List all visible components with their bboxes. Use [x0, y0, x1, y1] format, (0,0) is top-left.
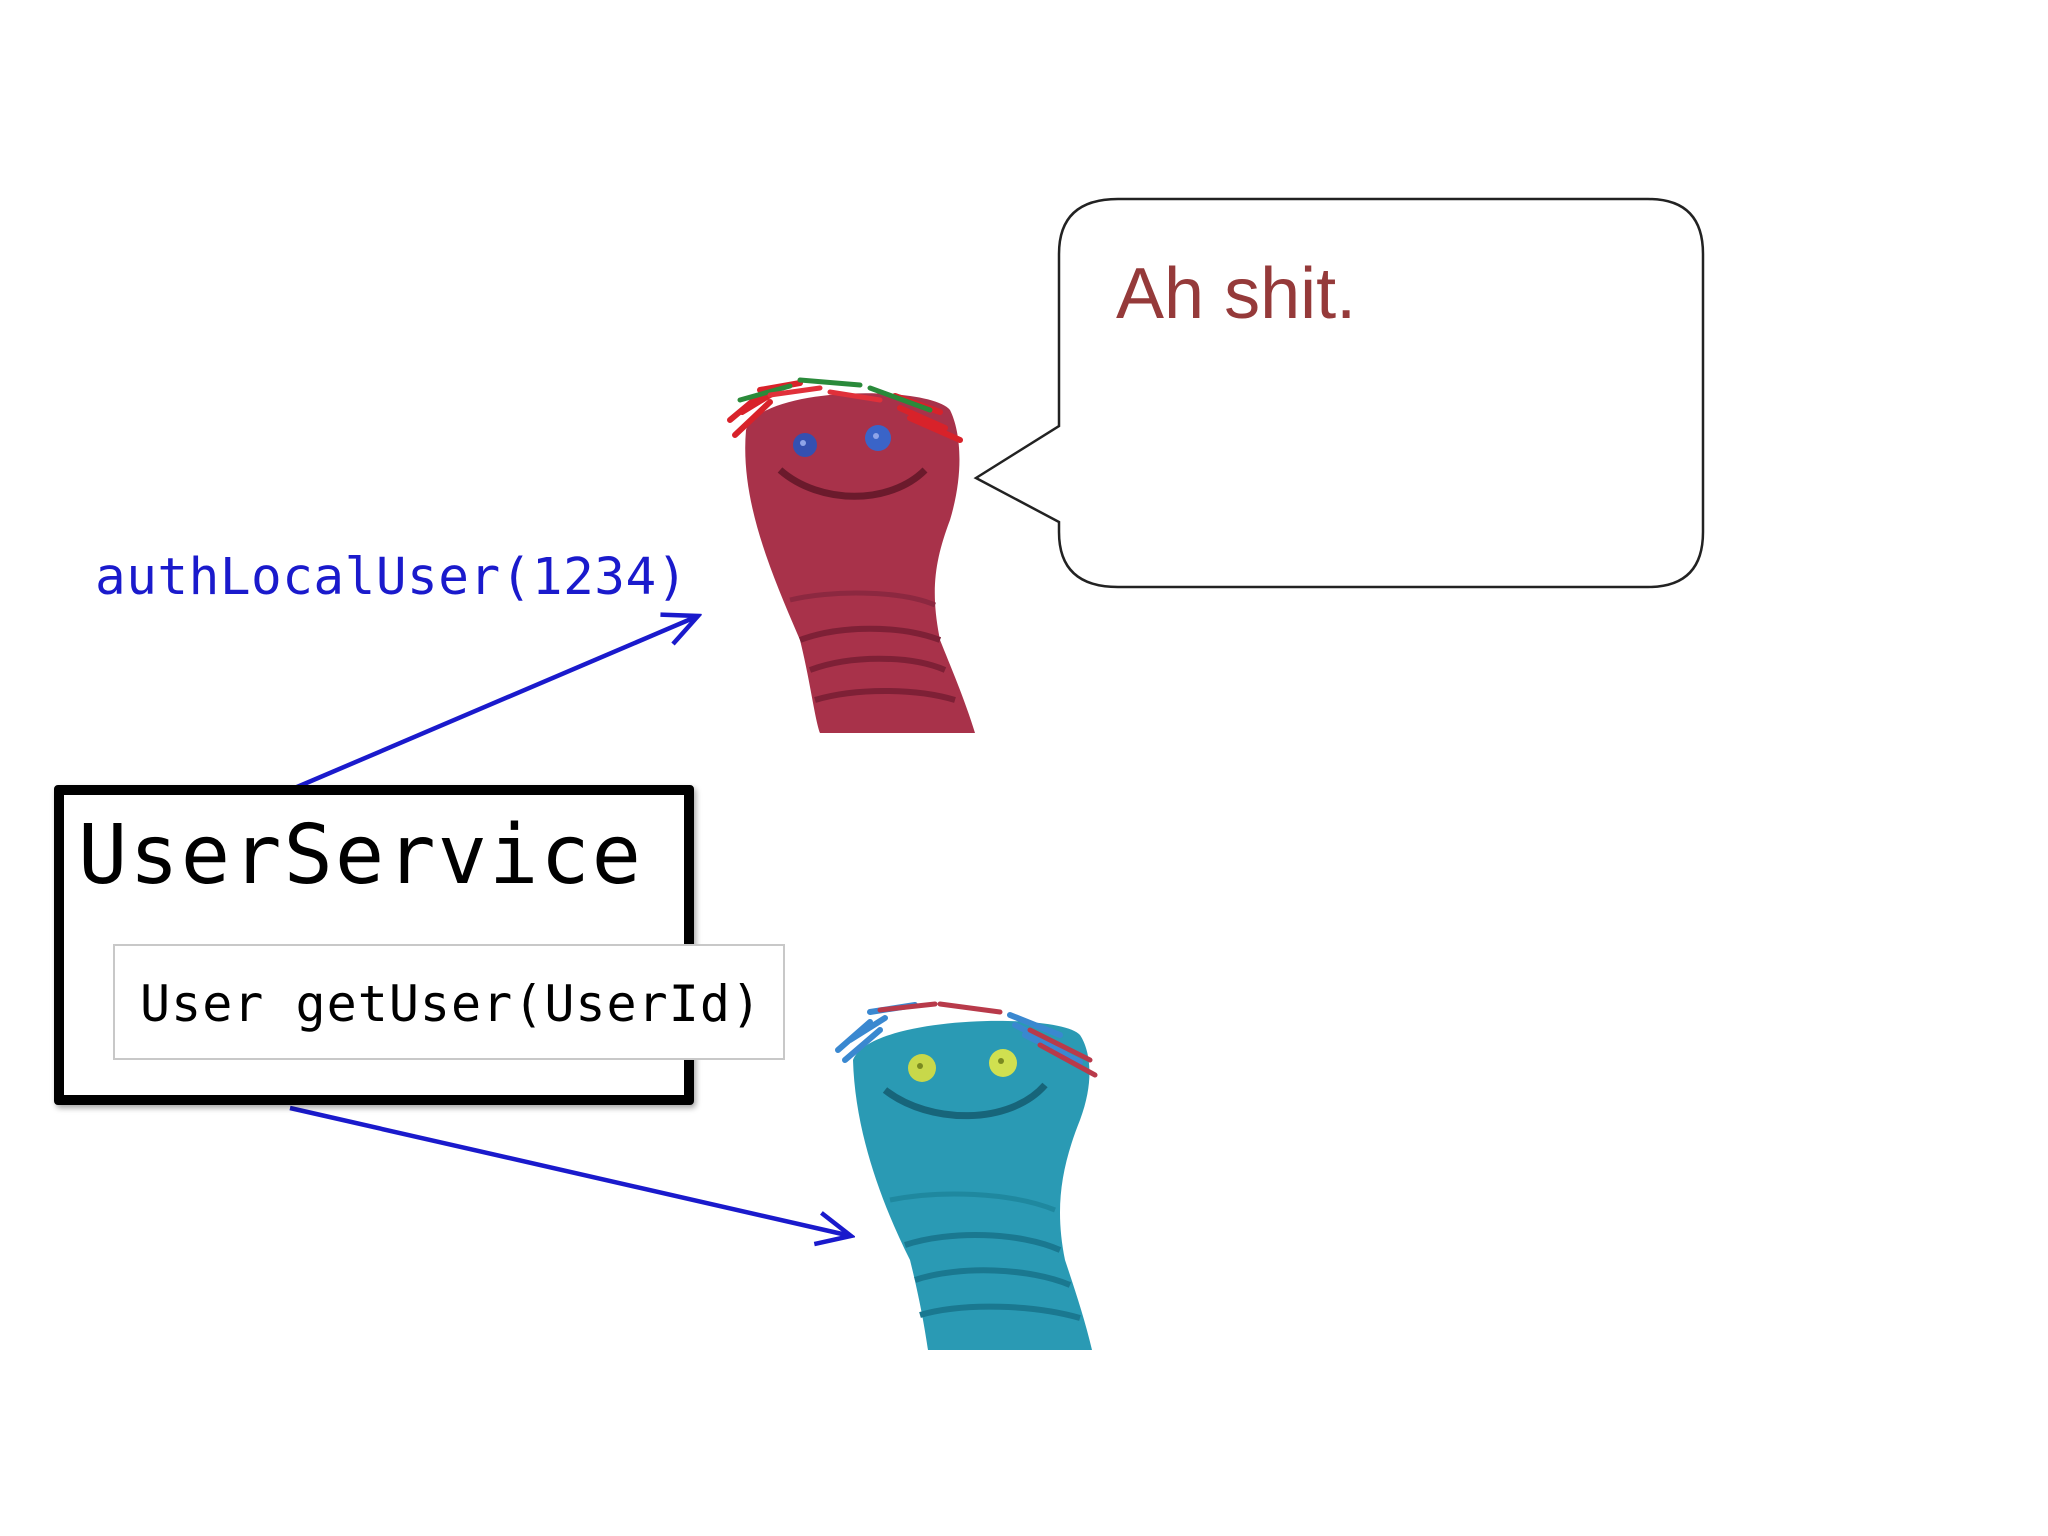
call-label: authLocalUser(1234): [95, 548, 688, 607]
method-box: [113, 944, 785, 1060]
service-title: UserService: [78, 808, 644, 903]
speech-text: Ah shit.: [1116, 254, 1357, 334]
blue-sock-puppet-icon: [835, 1001, 1098, 1350]
delegate-arrow: [289, 1105, 851, 1236]
red-sock-puppet-icon: [727, 377, 975, 733]
method-label: User getUser(UserId): [140, 975, 763, 1033]
call-arrow: [289, 616, 698, 793]
speech-bubble-icon: [973, 197, 1705, 589]
